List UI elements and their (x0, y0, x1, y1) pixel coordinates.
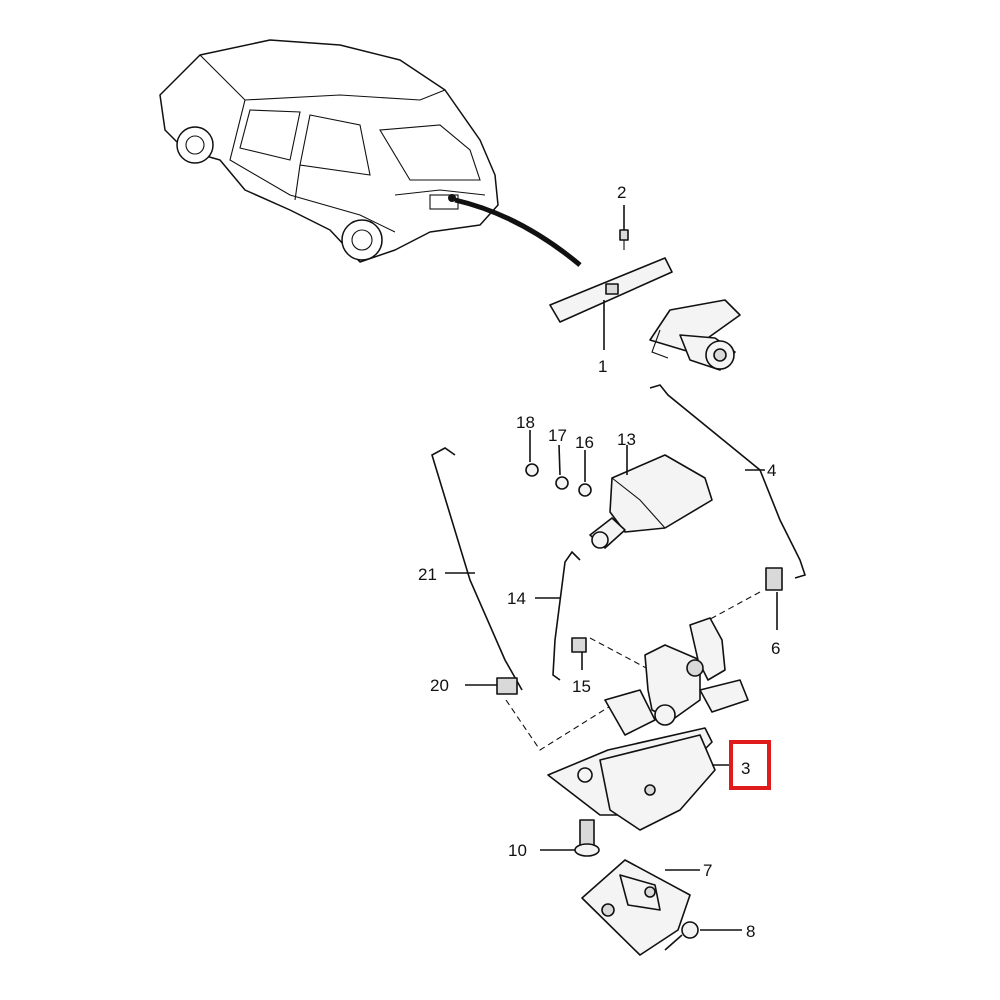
callout-3: 3 (741, 759, 750, 778)
fasteners-18-17-16 (525, 430, 592, 497)
callout-18: 18 (516, 413, 535, 432)
callout-2: 2 (617, 183, 626, 202)
callout-21: 21 (418, 565, 437, 584)
garnish-part-1 (549, 240, 673, 350)
callout-7: 7 (703, 861, 712, 880)
callout-14: 14 (507, 589, 526, 608)
bolt-part-10 (540, 819, 600, 857)
lock-cylinder (649, 299, 741, 371)
callout-13: 13 (617, 430, 636, 449)
callout-15: 15 (572, 677, 591, 696)
callout-20: 20 (430, 676, 449, 695)
actuator-part-13 (589, 445, 713, 549)
clip-part-15 (571, 637, 587, 670)
callout-4: 4 (767, 461, 776, 480)
striker-part-7 (581, 859, 700, 956)
callout-16: 16 (575, 433, 594, 452)
screw-part-8 (664, 921, 742, 951)
latch-part-3 (547, 617, 749, 831)
callout-10: 10 (508, 841, 527, 860)
clip-part-6 (765, 567, 783, 630)
rod-part-14 (535, 550, 581, 681)
clip-part-20 (465, 677, 518, 695)
car-illustration (159, 39, 582, 267)
callout-6: 6 (771, 639, 780, 658)
clip-part-2 (619, 205, 629, 241)
callout-17: 17 (548, 426, 567, 445)
callout-8: 8 (746, 922, 755, 941)
highlight-box (729, 740, 771, 790)
rod-part-21 (431, 447, 523, 691)
rod-part-4 (649, 384, 807, 579)
callout-1: 1 (598, 357, 607, 376)
